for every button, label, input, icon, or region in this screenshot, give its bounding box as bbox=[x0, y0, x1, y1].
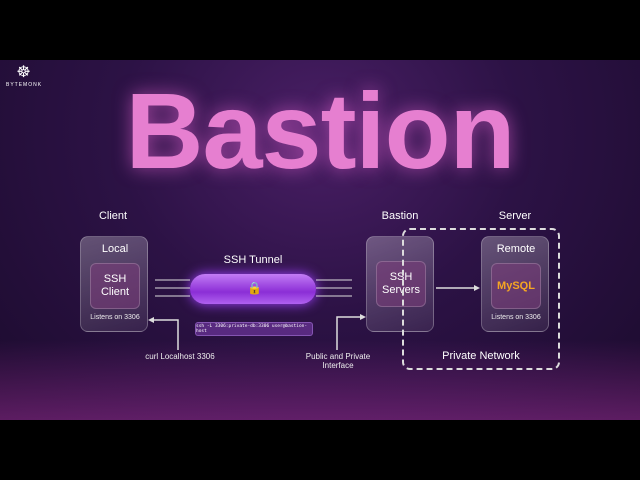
ssh-client-node: SSH Client bbox=[90, 263, 140, 309]
client-box-label: Local bbox=[101, 243, 129, 255]
server-box-label: Remote bbox=[496, 243, 536, 255]
server-heading: Server bbox=[498, 210, 532, 222]
curl-note: curl Localhost 3306 bbox=[145, 352, 215, 361]
floor-glow bbox=[0, 340, 640, 420]
ssh-client-label: SSH Client bbox=[100, 273, 130, 298]
interface-note: Public and Private Interface bbox=[305, 352, 371, 370]
bastion-box: SSH Servers bbox=[366, 236, 434, 332]
connector-lines bbox=[148, 279, 480, 350]
bytemonk-logo: ☸ BYTEMONK bbox=[6, 64, 42, 88]
private-network-label: Private Network bbox=[442, 350, 520, 362]
private-network-boundary bbox=[402, 228, 560, 370]
ssh-command: ssh -L 3306:private-db:3306 user@bastion… bbox=[195, 322, 313, 336]
diagram-canvas: ☸ BYTEMONK Bastion Client Local SSH Clie… bbox=[0, 60, 640, 420]
mysql-logo: MySQL bbox=[497, 279, 535, 292]
bastion-heading: Bastion bbox=[381, 210, 419, 222]
ssh-tunnel: 🔒 bbox=[190, 274, 316, 304]
client-listen-note: Listens on 3306 bbox=[90, 314, 140, 321]
page-title: Bastion bbox=[125, 70, 515, 191]
client-heading: Client bbox=[98, 210, 128, 222]
server-box: Remote MySQL Listens on 3306 bbox=[481, 236, 549, 332]
client-box: Local SSH Client Listens on 3306 bbox=[80, 236, 148, 332]
tunnel-label: SSH Tunnel bbox=[223, 254, 283, 266]
ssh-servers-label: SSH Servers bbox=[382, 271, 420, 296]
brand-name: BYTEMONK bbox=[6, 82, 43, 88]
mysql-node: MySQL bbox=[491, 263, 541, 309]
monk-icon: ☸ bbox=[16, 64, 32, 81]
ssh-servers-node: SSH Servers bbox=[376, 261, 426, 307]
lock-icon: 🔒 bbox=[247, 281, 262, 295]
server-listen-note: Listens on 3306 bbox=[491, 314, 541, 321]
